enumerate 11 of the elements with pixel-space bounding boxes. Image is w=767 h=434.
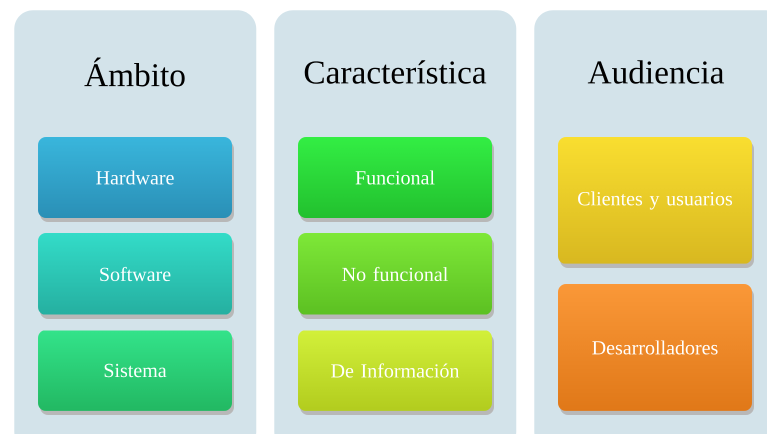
column-heading: Ámbito <box>84 58 185 86</box>
category-box: Sistema <box>38 330 234 415</box>
column-heading: Audiencia <box>588 60 724 84</box>
category-box: De Información <box>298 330 494 415</box>
column-heading: Característica <box>304 60 486 84</box>
category-box: Funcional <box>298 137 494 222</box>
category-box: No funcional <box>298 233 494 319</box>
category-box: Desarrolladores <box>558 284 754 415</box>
category-box: Hardware <box>38 137 234 222</box>
category-box: Software <box>38 233 234 319</box>
category-box: Clientes y usuarios <box>558 137 754 268</box>
